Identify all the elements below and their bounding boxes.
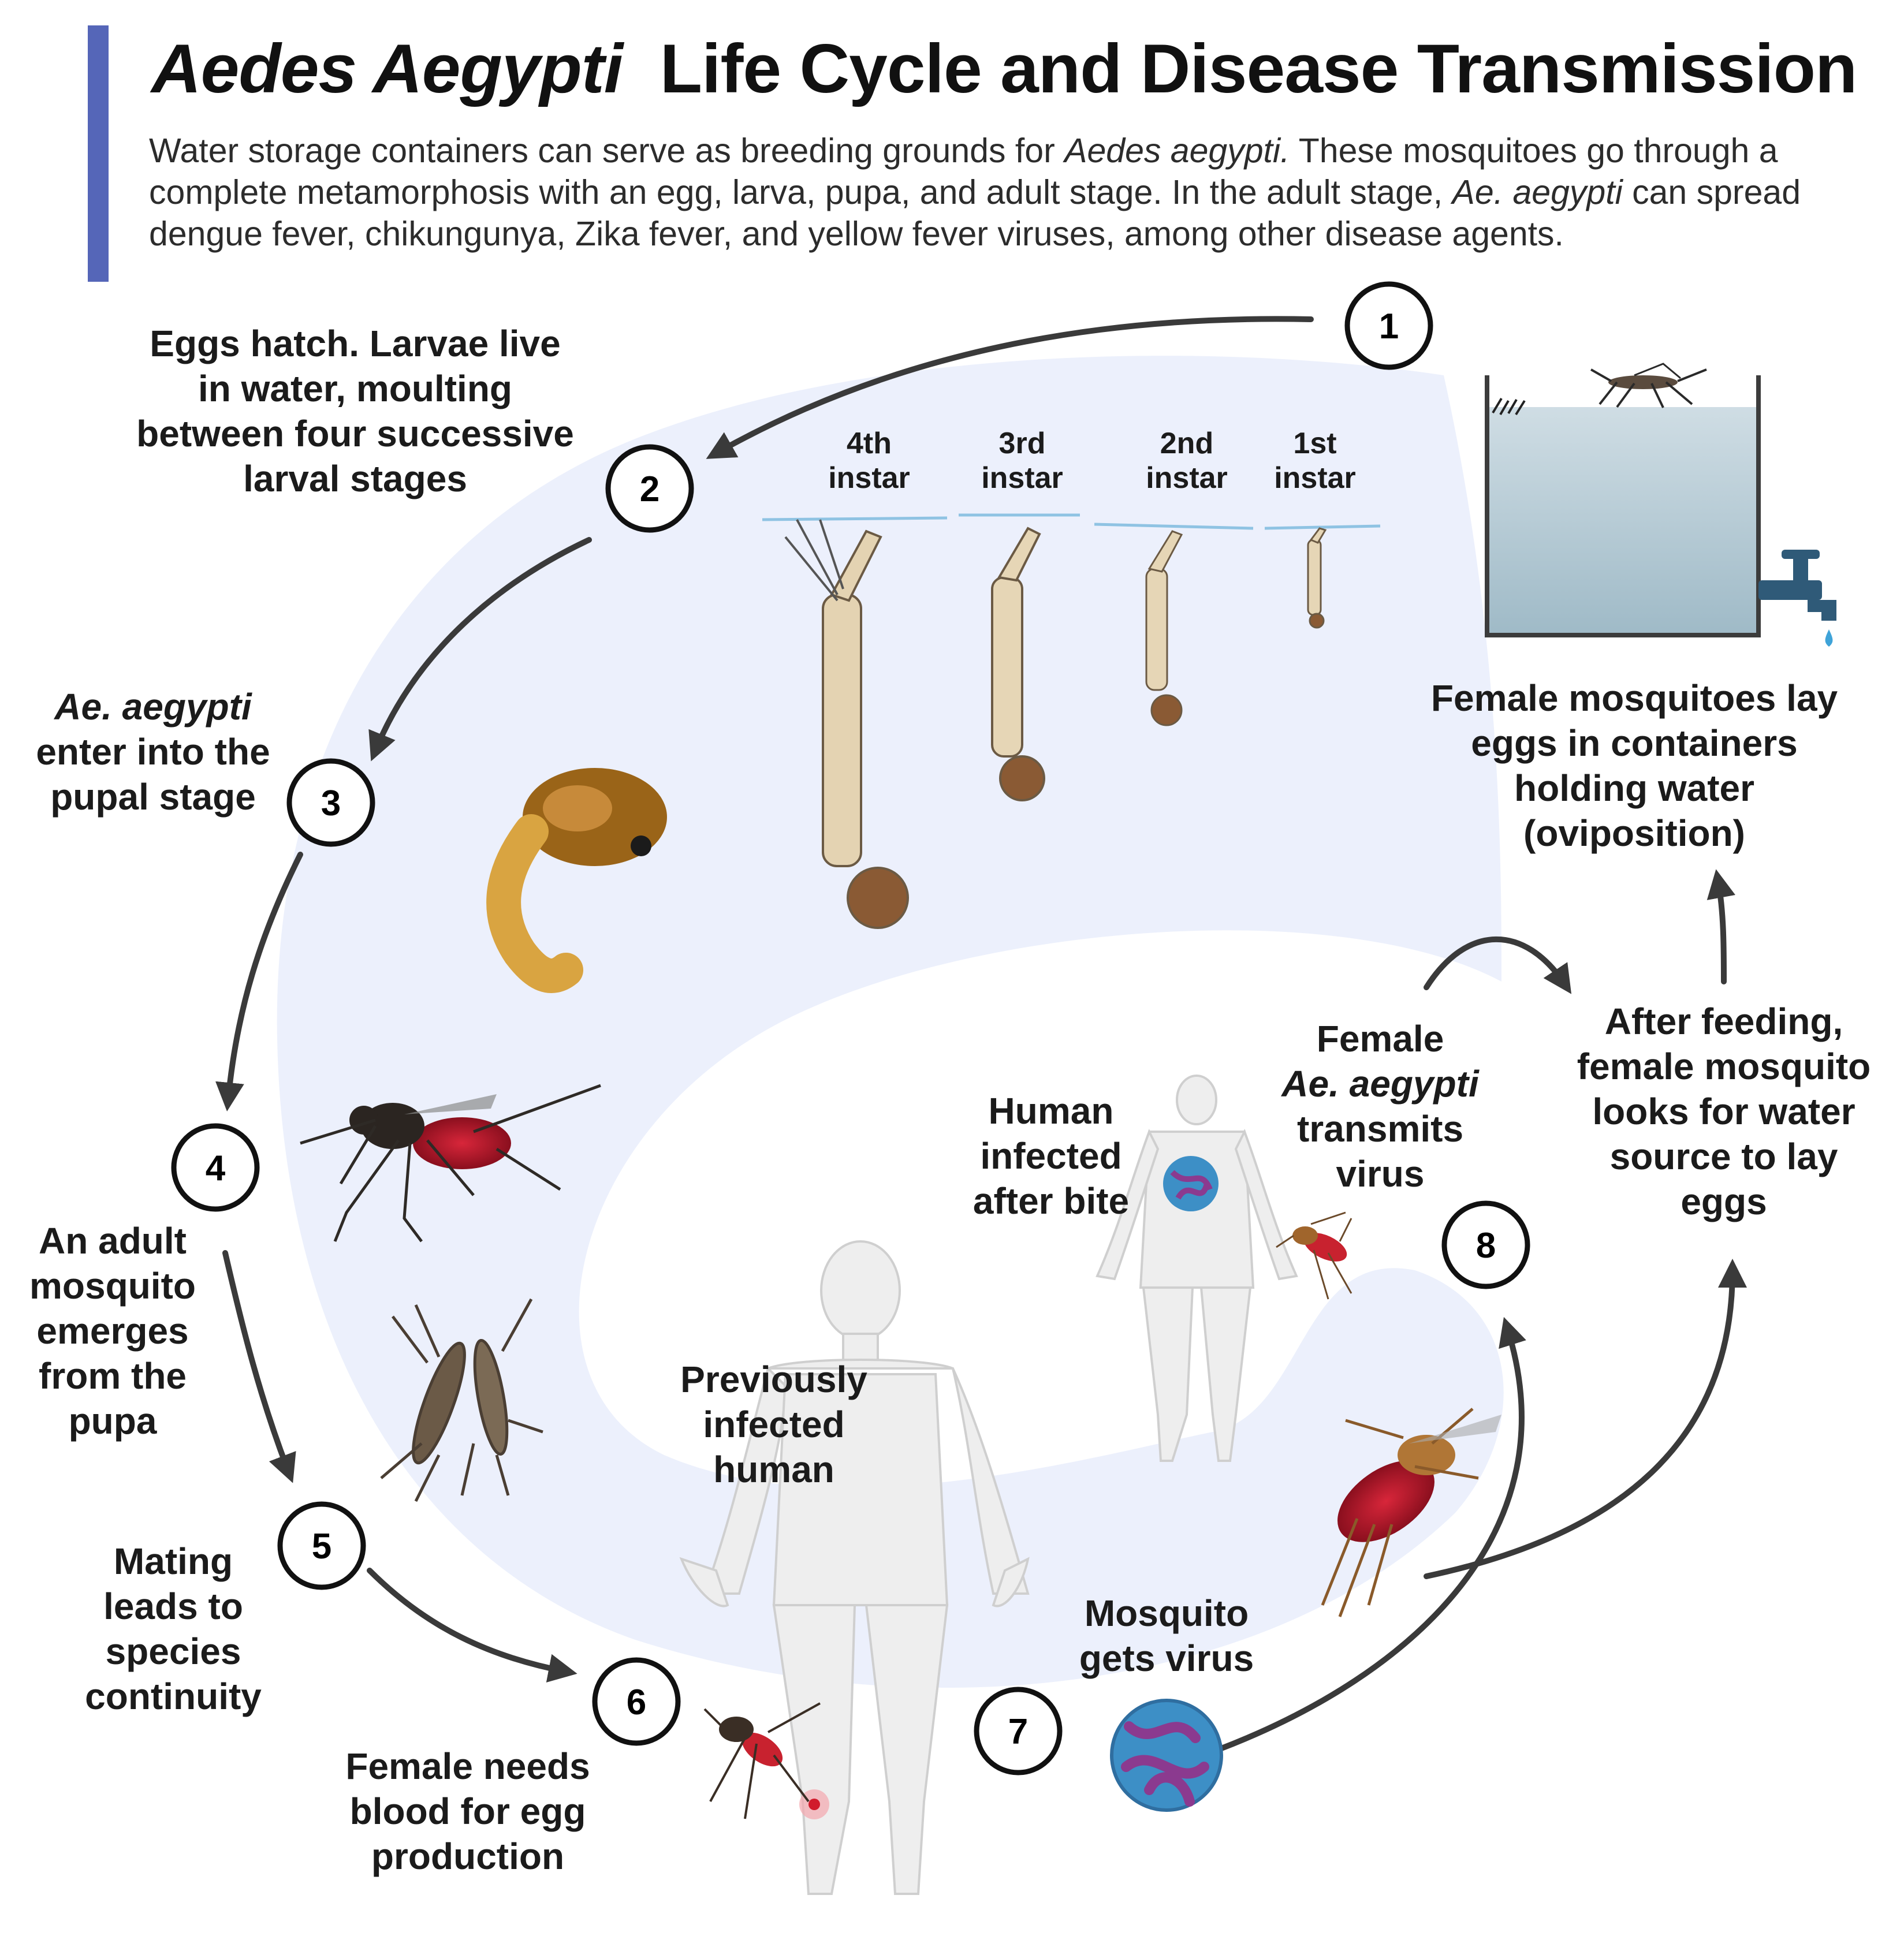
- instar-3-line1: 3rd: [999, 427, 1046, 460]
- blood-fed-mosquito-illustration: [1321, 1408, 1501, 1617]
- step-circle-2: 2: [605, 444, 694, 533]
- eggs-on-wall-icon: [1492, 397, 1526, 416]
- subtitle-part-2: Aedes aegypti.: [1064, 132, 1290, 170]
- virus-particle-icon: [1110, 1699, 1223, 1812]
- arrow-1-to-2: [706, 316, 1314, 459]
- transmitting-mosquito-illustration: [1276, 1211, 1352, 1300]
- step-circle-1: 1: [1344, 281, 1433, 370]
- step-circle-4: 4: [171, 1123, 260, 1212]
- larva-2nd-instar: [1145, 530, 1183, 726]
- larvae-illustration: [762, 513, 1381, 929]
- instar-2-line2: instar: [1146, 461, 1228, 495]
- virus-in-chest-icon: [1163, 1156, 1219, 1211]
- step-number-6: 6: [627, 1683, 646, 1722]
- instar-1-line2: instar: [1274, 461, 1356, 495]
- larva-3rd-instar: [991, 527, 1045, 801]
- cycle-arrows: [215, 316, 1747, 1752]
- page-title: Aedes Aegypti Life Cycle and Disease Tra…: [151, 29, 1857, 109]
- pupa-illustration: [486, 768, 667, 993]
- step-circles: 1 2 3 4 5 6 7 8: [171, 281, 1530, 1775]
- larva-4th-instar: [784, 519, 909, 929]
- instar-1-line1: 1st: [1293, 427, 1336, 460]
- arrow-3-to-4: [215, 852, 303, 1111]
- step-number-4: 4: [206, 1148, 226, 1188]
- instar-2-line1: 2nd: [1160, 427, 1213, 460]
- step-number-7: 7: [1008, 1712, 1028, 1752]
- subtitle-part-4: Ae. aegypti: [1452, 173, 1623, 211]
- lifecycle-loop-band: [277, 356, 1504, 1688]
- step-circle-6: 6: [592, 1657, 681, 1746]
- title-rest: Life Cycle and Disease Transmission: [659, 30, 1858, 107]
- biting-mosquito-on-leg: [703, 1702, 829, 1819]
- step-circle-8: 8: [1441, 1200, 1530, 1289]
- adult-mosquito-illustration: [300, 1084, 601, 1243]
- step-number-3: 3: [321, 784, 341, 823]
- human-infected-after-bite-figure: [1096, 1075, 1298, 1462]
- title-italic: Aedes Aegypti: [151, 30, 623, 107]
- step-number-5: 5: [312, 1527, 331, 1566]
- mosquito-on-water-icon: [1590, 363, 1707, 408]
- arrow-4-to-5: [222, 1250, 296, 1483]
- instar-3-line2: instar: [981, 461, 1063, 495]
- subtitle-part-1: Water storage containers can serve as br…: [149, 132, 1065, 170]
- subtitle-part-3: These mosquitoes go through a complete m…: [149, 132, 1778, 211]
- arrow-7-to-8: [1216, 1316, 1526, 1752]
- arrow-after-feeding-to-1: [1706, 869, 1735, 984]
- instar-labels: 4th instar 3rd instar 2nd instar 1st ins…: [828, 427, 1356, 495]
- arrow-5-to-6: [367, 1568, 577, 1683]
- step-number-2: 2: [640, 469, 659, 509]
- step-circle-7: 7: [974, 1687, 1063, 1775]
- instar-4-line2: instar: [828, 461, 910, 495]
- step-circle-5: 5: [277, 1501, 366, 1590]
- instar-4-line1: 4th: [847, 427, 892, 460]
- mating-mosquitoes-illustration: [380, 1298, 543, 1502]
- subtitle-part-5: can spread dengue fever, chikungunya, Zi…: [149, 173, 1801, 253]
- larva-1st-instar: [1307, 527, 1327, 629]
- step-number-1: 1: [1379, 307, 1399, 346]
- arrow-loop-to-after-feeding: [1424, 1259, 1747, 1579]
- arrow-8-to-after-feeding: [1424, 937, 1572, 994]
- page-subtitle: Water storage containers can serve as br…: [149, 130, 1870, 255]
- step-number-8: 8: [1476, 1226, 1496, 1266]
- title-accent-bar: [88, 25, 109, 282]
- step-circle-3: 3: [286, 758, 375, 847]
- tap-icon: [1758, 550, 1836, 647]
- arrow-2-to-3: [368, 537, 592, 762]
- water-container-illustration: [1485, 363, 1836, 647]
